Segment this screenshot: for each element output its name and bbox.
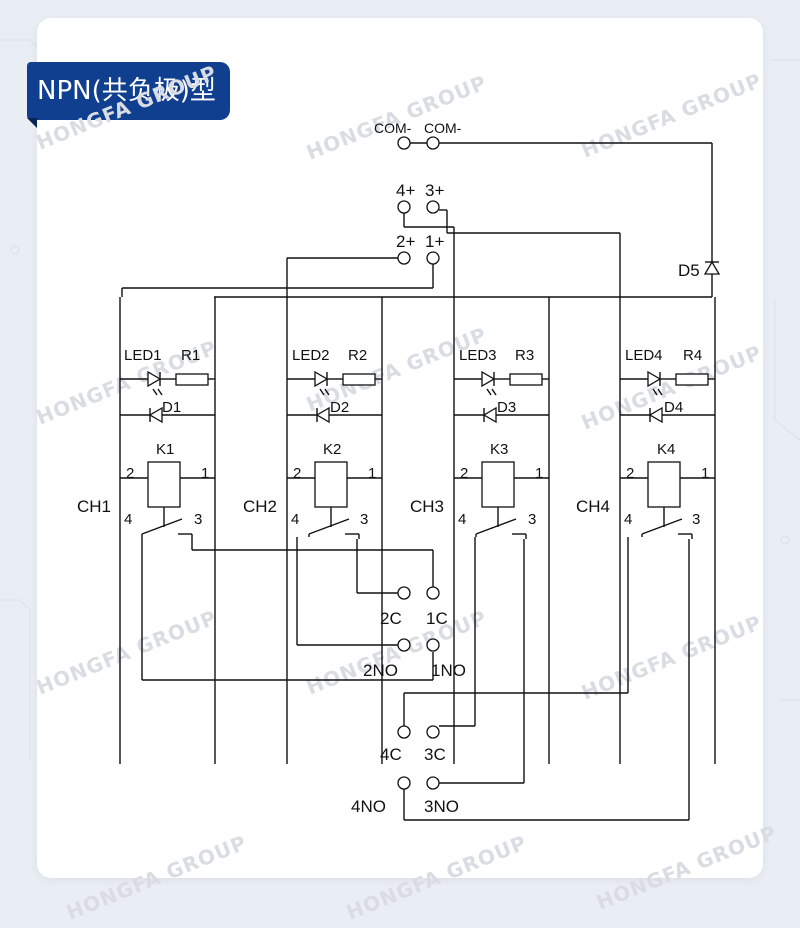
watermark: HONGFA GROUP [343,830,530,924]
ch4-label: CH4 [576,497,610,516]
d4-label: D4 [664,399,683,416]
ch1-pin4: 4 [124,511,132,528]
d5-diode-icon [703,260,721,275]
4c-label: 4C [380,745,402,764]
supply-terminals: 4+ 3+ 2+ 1+ [121,181,712,298]
watermark: HONGFA GROUP [33,605,220,699]
ch4-pin3: 3 [692,511,700,528]
k1-pin2: 2 [126,465,134,482]
3no-label: 3NO [424,797,459,816]
led4-label: LED4 [625,347,663,364]
output-terminals: 2C 1C 2NO 1NO 4C 3C 4NO 3NO [351,586,466,816]
r3-label: R3 [515,347,534,364]
led2-label: LED2 [292,347,330,364]
title-tab-fold [27,118,37,128]
ch2-label: CH2 [243,497,277,516]
k4-pin2: 2 [626,465,634,482]
k2-pin1: 1 [368,465,376,482]
k3-pin1: 1 [535,465,543,482]
k3-pin2: 2 [460,465,468,482]
k1-pin1: 1 [201,465,209,482]
k4-label: K4 [657,441,675,458]
watermark: HONGFA GROUP [33,60,220,154]
plus3-label: 3+ [425,181,444,200]
d1-label: D1 [162,399,181,416]
watermark: HONGFA GROUP [593,820,780,914]
plus4-label: 4+ [396,181,415,200]
ch2-pin3: 3 [360,511,368,528]
output-wiring [141,537,690,821]
1c-label: 1C [426,609,448,628]
d3-label: D3 [497,399,516,416]
watermark: HONGFA GROUP [578,610,765,704]
1no-label: 1NO [431,661,466,680]
ch3-label: CH3 [410,497,444,516]
r1-label: R1 [181,347,200,364]
channel-labels: LED1 R1 D1 K1 2 1 CH1 4 3 LED2 R2 D2 K2 … [77,347,709,528]
watermark: HONGFA GROUP [303,70,490,164]
k2-pin2: 2 [293,465,301,482]
plus2-label: 2+ [396,232,415,251]
ch1-pin3: 3 [194,511,202,528]
ch3-pin4: 4 [458,511,466,528]
k4-pin1: 1 [701,465,709,482]
led3-label: LED3 [459,347,497,364]
ch4-pin4: 4 [624,511,632,528]
watermark: HONGFA GROUP [63,830,250,924]
com-left-label: COM- [374,120,412,136]
plus1-label: 1+ [425,232,444,251]
d2-label: D2 [330,399,349,416]
4no-label: 4NO [351,797,386,816]
channel-3-circuit [453,296,550,765]
ch3-pin3: 3 [528,511,536,528]
ch2-pin4: 4 [291,511,299,528]
d5-label: D5 [678,261,700,280]
watermark: HONGFA GROUP [578,68,765,162]
2no-label: 2NO [363,661,398,680]
k3-label: K3 [490,441,508,458]
com-terminals: COM- COM- D5 [374,120,721,297]
k1-label: K1 [156,441,174,458]
channel-2-circuit [286,296,383,765]
ch1-label: CH1 [77,497,111,516]
r4-label: R4 [683,347,702,364]
page-title: NPN(共负极)型 [27,62,230,120]
com-right-label: COM- [424,120,462,136]
watermark: HONGFA GROUP [578,340,765,434]
2c-label: 2C [380,609,402,628]
3c-label: 3C [424,745,446,764]
r2-label: R2 [348,347,367,364]
k2-label: K2 [323,441,341,458]
led1-label: LED1 [124,347,162,364]
